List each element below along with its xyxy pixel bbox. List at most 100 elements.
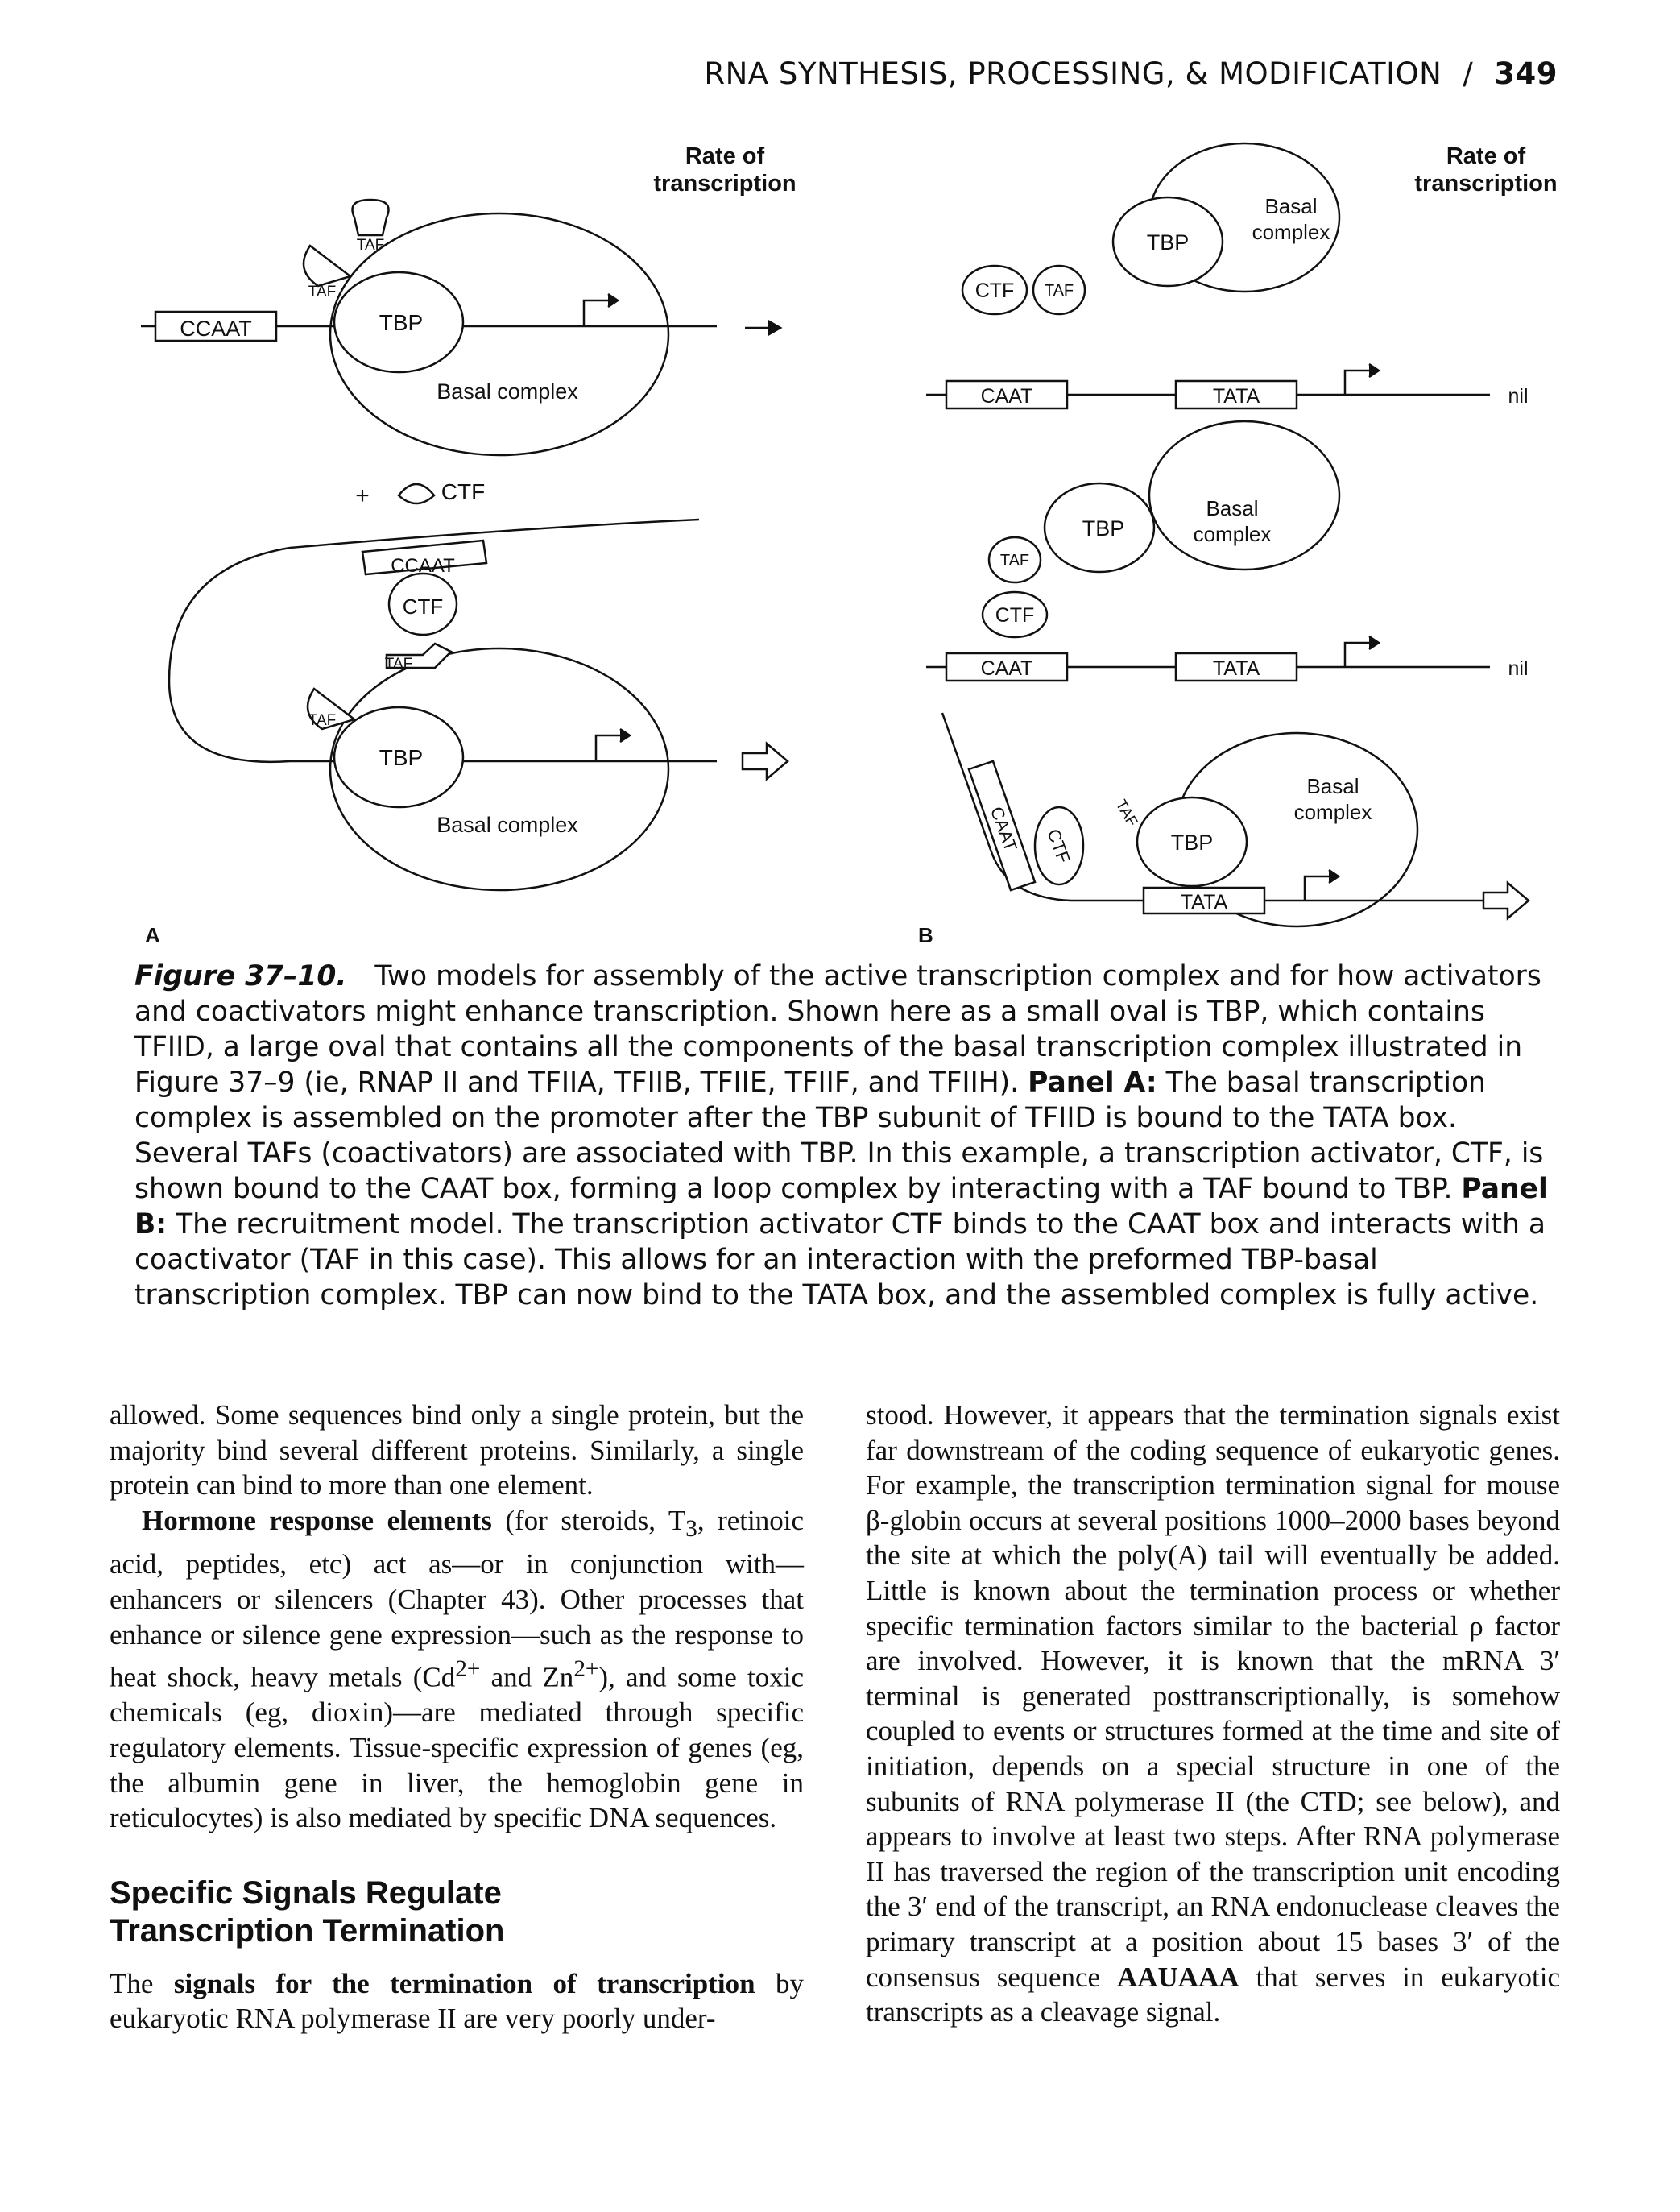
tata-box-b-2 [1174,652,1298,682]
open-arrow-b [1482,880,1530,921]
ctf-label-b-2: CTF [995,604,1035,627]
superscript: 2+ [573,1656,599,1683]
tata-box-b-3 [1142,886,1266,915]
taf-label-b-1: TAF [1045,282,1074,300]
taf-label-a-top-1: TAF [308,284,336,300]
caption-panel-a-label: Panel A: [1028,1067,1157,1099]
ctf-oval-b-2 [981,590,1049,639]
basal-label-b-3b: complex [1294,800,1372,824]
tata-box-b-1 [1174,379,1298,410]
caption-text-panel-b: The recruitment model. The transcription… [134,1208,1546,1311]
panel-b-label: B [918,923,933,947]
running-head-separator: / [1463,56,1474,91]
nil-label-b-1: nil [1508,385,1528,408]
taf-oval-b-2 [987,536,1042,584]
basal-label-b-1a: Basal [1264,194,1317,218]
ctf-oval-b-1 [961,264,1028,316]
text-run: The [110,1967,154,1999]
tbp-oval-b-2 [1043,482,1156,574]
taf-label-b-2: TAF [1000,552,1029,570]
panel-a-top [141,198,783,457]
running-head-title: RNA SYNTHESIS, PROCESSING, & MODIFICATIO… [704,56,1442,91]
ctf-oval-b-3 [1033,806,1085,886]
basal-label-b-3a: Basal [1306,774,1359,798]
caat-box-b-3 [967,760,1037,892]
tbp-label-a-bottom: TBP [379,745,423,770]
text-run: and Zn [490,1661,574,1693]
page-number: 349 [1494,56,1558,91]
section-heading-line-1: Specific Signals Regulate [110,1874,502,1911]
figure-37-10: Rate of transcription CCAAT TBP TAF TAF … [121,133,1562,955]
basal-label-a-top: Basal complex [437,379,578,404]
taf-label-a-top-2: TAF [357,237,384,254]
basal-complex-oval-a-top [329,212,670,457]
basal-label-a-bottom: Basal complex [437,813,578,837]
taf-shape-a-bottom-2 [385,642,453,669]
ccaat-label-a-bottom: CCAAT [391,555,455,577]
tata-label-b-1: TATA [1213,385,1260,408]
panel-b-row-1 [926,142,1490,410]
ctf-label-a-bottom: CTF [403,594,444,619]
tbp-label-b-2: TBP [1082,516,1125,541]
text-run: by eukaryotic RNA polymerase II are very… [110,1967,804,2035]
term-hormone-response-elements: Hormone response elements [142,1504,492,1536]
figure-diagram: Rate of transcription CCAAT TBP TAF TAF … [141,142,1558,947]
taf-shape-a-bottom [306,687,357,731]
panel-a-label: A [145,923,160,947]
section-heading-line-2: Transcription Termination [110,1912,505,1949]
ctf-shape-a-plus [397,483,436,505]
caption-figure-label: Figure 37–10. [134,960,347,992]
tata-label-b-2: TATA [1213,657,1260,680]
figure-caption: Figure 37–10. Two models for assembly of… [134,959,1560,1313]
basal-label-b-2a: Basal [1206,496,1258,520]
taf-label-b-3: TAF [1112,797,1140,830]
taf-oval-b-1 [1032,264,1086,316]
caat-box-b-1 [945,379,1069,410]
rate-label-a-1: Rate of [685,143,765,169]
ccaat-box-a-bottom [361,539,488,576]
open-arrow-a [741,741,789,781]
nil-label-b-2: nil [1508,657,1528,680]
caption-text-panel-a: The basal transcription complex is assem… [134,1067,1544,1205]
body-column-left: allowed. Some sequences bind only a sing… [110,1398,804,2036]
basal-label-b-2b: complex [1194,522,1272,546]
caat-label-b-1: CAAT [981,385,1033,408]
paragraph: The signals for the termination of trans… [110,1966,804,2036]
body-column-right: stood. However, it appears that the term… [866,1398,1560,2030]
rate-label-b-1: Rate of [1446,143,1526,169]
panel-b-row-2 [926,420,1490,682]
tbp-label-a-top: TBP [379,310,423,335]
taf-label-a-bottom-2: TAF [308,712,336,729]
caat-box-b-2 [945,652,1069,682]
rate-label-a-2: transcription [653,171,796,197]
section-heading: Specific Signals Regulate Transcription … [110,1874,804,1950]
term-aauaaa: AAUAAA [1116,1961,1239,1993]
subscript: 3 [685,1515,697,1542]
tbp-label-b-3: TBP [1171,831,1214,855]
plus-sign: + [355,483,370,509]
ctf-label-a-plus: CTF [441,479,485,504]
text-run: ), and some toxic chemicals (eg, dioxin)… [110,1661,805,1834]
tbp-oval-a-top [333,271,465,374]
paragraph: Hormone response elements (for steroids,… [110,1503,804,1836]
ctf-label-b-1: CTF [975,280,1015,302]
basal-complex-oval-b-2 [1148,420,1341,571]
paragraph: allowed. Some sequences bind only a sing… [110,1399,804,1502]
tbp-oval-b-3 [1136,796,1248,888]
caption-text-intro: Two models for assembly of the active tr… [134,960,1541,1099]
tata-label-b-3: TATA [1181,891,1228,913]
running-head: RNA SYNTHESIS, PROCESSING, & MODIFICATIO… [704,56,1558,91]
tbp-oval-b-1 [1111,196,1224,288]
tbp-label-b-1: TBP [1147,230,1190,255]
rate-label-b-2: transcription [1414,171,1557,197]
taf-shape-a-top-1 [302,244,353,288]
taf-label-a-bottom-1: TAF [385,656,412,673]
basal-label-b-1b: complex [1252,220,1330,244]
panel-b-row-3 [941,712,1530,928]
taf-shape-a-top-2 [351,198,390,237]
ccaat-box-a-top [154,310,278,342]
tbp-oval-a-bottom [333,706,465,809]
text-run: that serves in eukaryotic transcripts as… [866,1961,1560,2028]
term-termination-signals: signals for the termination of transcrip… [173,1967,755,1999]
caat-label-b-2: CAAT [981,657,1033,680]
